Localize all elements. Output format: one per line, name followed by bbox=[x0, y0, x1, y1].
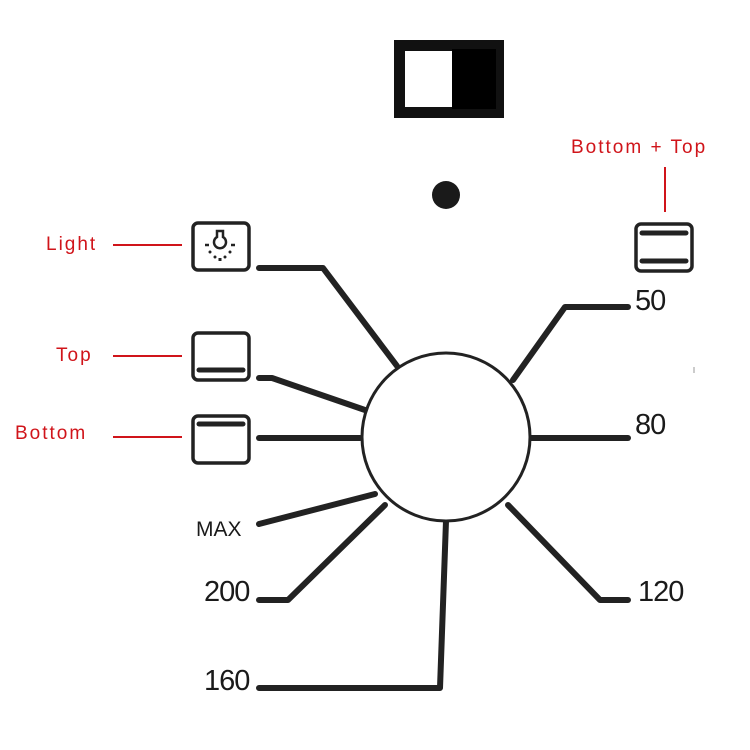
label-max: MAX bbox=[196, 518, 242, 541]
lead-top bbox=[256, 375, 368, 413]
selector-knob[interactable] bbox=[360, 351, 532, 523]
lead-160 bbox=[256, 518, 449, 691]
bottom-top-heater-icon bbox=[634, 222, 694, 273]
label-50: 50 bbox=[635, 285, 665, 317]
annotation-top: Top bbox=[56, 345, 93, 366]
label-120: 120 bbox=[638, 576, 683, 608]
annotation-bottom: Bottom bbox=[15, 423, 87, 444]
lead-50 bbox=[510, 304, 631, 383]
power-switch-icon[interactable] bbox=[394, 40, 504, 118]
annotation-bottom-top: Bottom + Top bbox=[571, 137, 707, 158]
top-heater-icon bbox=[191, 331, 251, 382]
lead-max bbox=[256, 491, 378, 527]
bottom-heater-icon bbox=[191, 414, 251, 465]
lead-light bbox=[256, 265, 400, 369]
indicator-lamp-icon bbox=[432, 181, 460, 209]
label-200: 200 bbox=[204, 576, 249, 608]
label-160: 160 bbox=[204, 665, 249, 697]
light-bulb-icon bbox=[191, 221, 251, 272]
lead-200 bbox=[256, 502, 388, 603]
annotation-light: Light bbox=[46, 234, 97, 255]
lead-120 bbox=[505, 502, 631, 603]
label-80: 80 bbox=[635, 409, 665, 441]
